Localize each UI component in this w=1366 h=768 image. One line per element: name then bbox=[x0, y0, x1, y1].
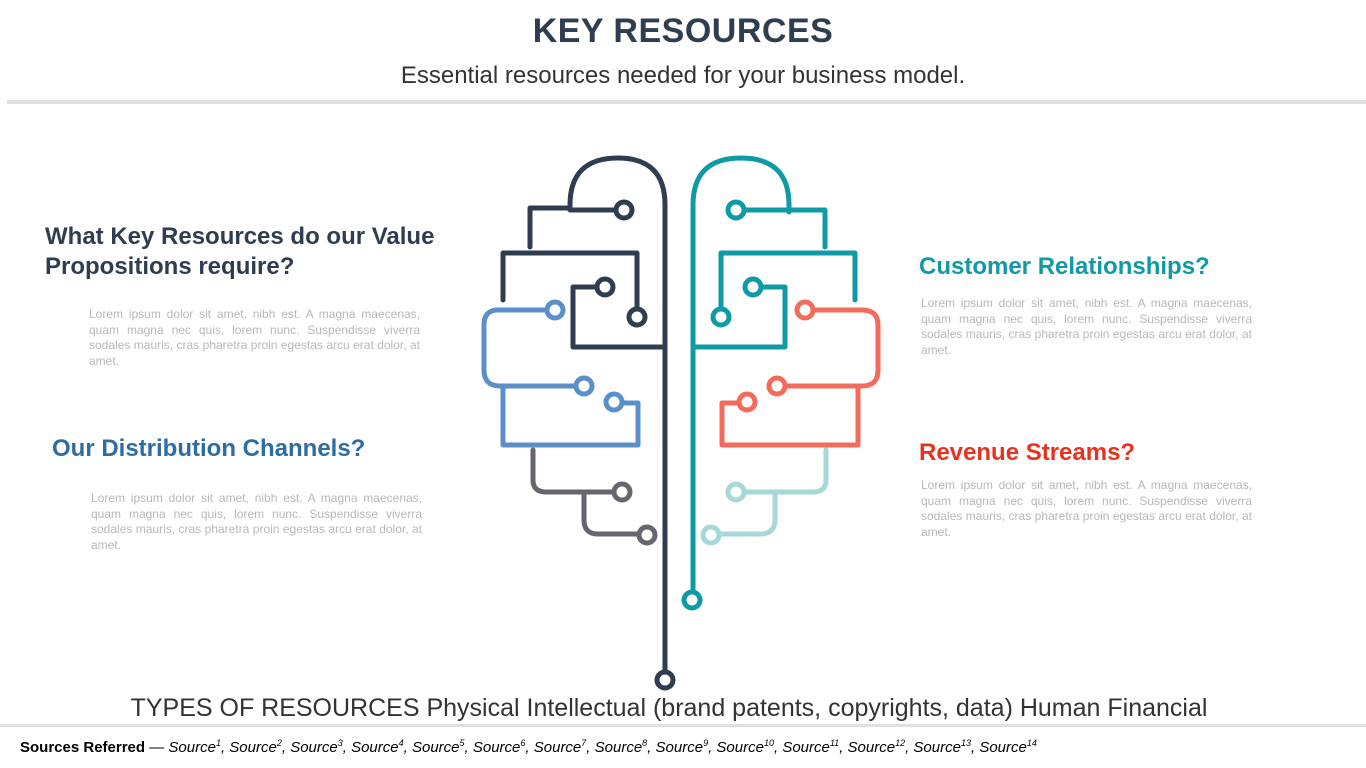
revenue-text: Lorem ipsum dolor sit amet, nibh est. A … bbox=[921, 478, 1252, 539]
source-link[interactable]: Source5 bbox=[411, 738, 465, 756]
revenue-heading: Revenue Streams? bbox=[919, 439, 1136, 466]
brain-left-gray-traces bbox=[530, 447, 658, 546]
sources-footer: Sources Referred — Source1, Source2, Sou… bbox=[20, 738, 1037, 756]
source-link[interactable]: Source7 bbox=[533, 738, 587, 756]
distribution-text: Lorem ipsum dolor sit amet, nibh est. A … bbox=[91, 491, 422, 552]
source-link[interactable]: Source13 bbox=[913, 738, 971, 756]
source-link[interactable]: Source10 bbox=[716, 738, 774, 756]
bottom-divider bbox=[0, 724, 1366, 727]
source-link[interactable]: Source14 bbox=[979, 738, 1037, 756]
types-of-resources-line: TYPES OF RESOURCES Physical Intellectual… bbox=[130, 694, 1208, 722]
key-resources-heading: What Key Resources do our Value Proposit… bbox=[45, 222, 434, 282]
source-link[interactable]: Source3 bbox=[290, 738, 343, 756]
source-link[interactable]: Source8 bbox=[594, 738, 648, 756]
brain-left-dark-traces bbox=[500, 155, 676, 691]
customer-text: Lorem ipsum dolor sit amet, nibh est. A … bbox=[921, 296, 1252, 357]
top-divider bbox=[7, 100, 1366, 104]
source-link[interactable]: Source11 bbox=[782, 738, 840, 756]
key-resources-heading-line2: Propositions require? bbox=[45, 253, 295, 280]
page-subtitle: Essential resources needed for your busi… bbox=[400, 62, 966, 89]
brain-left-blue-traces bbox=[481, 299, 641, 448]
source-link[interactable]: Source2 bbox=[229, 738, 282, 756]
key-resources-text: Lorem ipsum dolor sit amet, nibh est. A … bbox=[89, 307, 420, 368]
source-link[interactable]: Source4 bbox=[351, 738, 404, 756]
brain-right-lightteal-traces bbox=[700, 447, 829, 546]
brain-right-coral-traces bbox=[719, 299, 881, 448]
sources-separator: — bbox=[145, 739, 169, 756]
sources-list: Source1, Source2, Source3, Source4, Sour… bbox=[168, 738, 1037, 756]
brain-right-teal-traces bbox=[681, 155, 858, 611]
source-link[interactable]: Source6 bbox=[472, 738, 526, 756]
distribution-heading: Our Distribution Channels? bbox=[52, 435, 366, 462]
source-link[interactable]: Source1 bbox=[168, 738, 221, 756]
sources-label: Sources Referred bbox=[20, 739, 146, 756]
source-link[interactable]: Source12 bbox=[847, 738, 906, 756]
page-title: KEY RESOURCES bbox=[532, 12, 834, 50]
brain-circuit-diagram bbox=[481, 155, 881, 691]
customer-heading: Customer Relationships? bbox=[919, 253, 1210, 280]
source-link[interactable]: Source9 bbox=[655, 738, 709, 756]
key-resources-heading-line1: What Key Resources do our Value bbox=[45, 223, 435, 250]
